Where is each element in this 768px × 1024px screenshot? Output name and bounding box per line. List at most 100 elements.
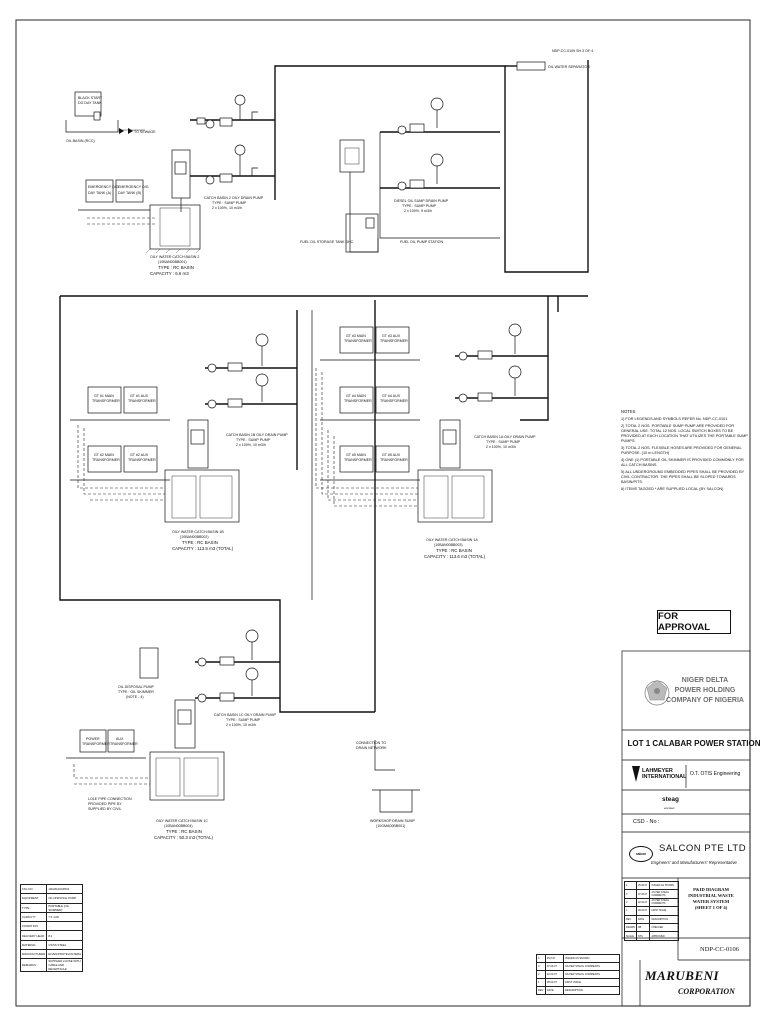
emergency-tank-b-1: EMERGENCY D/G bbox=[118, 185, 149, 189]
client-name-line: NIGER DELTA bbox=[681, 677, 729, 684]
connection-2: DRAIN NETWORK bbox=[356, 746, 387, 750]
gt4a-main-2: TRANSFORMER bbox=[344, 399, 372, 403]
notes-heading: NOTES bbox=[621, 409, 636, 414]
civil-1: LOLE PIPE CONNECTION bbox=[88, 797, 132, 801]
client-name-line: POWER HOLDING bbox=[674, 687, 736, 694]
fuel-storage-label: FUEL OIL STORAGE TANK DHC bbox=[300, 240, 354, 244]
lahmeyer-logo bbox=[632, 766, 640, 782]
table-cell: 3 bbox=[624, 889, 637, 899]
table-cell: REV. bbox=[624, 914, 637, 924]
black-start-label-2: DG DAY TANK bbox=[78, 101, 102, 105]
basin-1c-2: (10BAN00BB004) bbox=[164, 824, 193, 828]
table-row: TAG NO.10GMA10AP001 bbox=[19, 883, 84, 895]
gt1b-aux-1: GT #1 AUX bbox=[130, 394, 149, 398]
pump-1a-1: CATCH BASIN 1A OILY DRAIN PUMP bbox=[474, 435, 536, 439]
table-cell: DB bbox=[635, 922, 651, 933]
sheet-border bbox=[15, 19, 751, 1007]
table-cell: 10GMA10AP001 bbox=[46, 883, 84, 895]
skimmer-1: OIL DISPOSAL PUMP bbox=[118, 685, 154, 689]
basin-1a-3: TYPE : RC BASIN bbox=[436, 548, 472, 553]
civil-3: SUPPLIED BY CIVIL bbox=[88, 807, 122, 811]
table-cell: CONDITION bbox=[19, 921, 48, 932]
gt2b-aux-2: TRANSFORMER bbox=[128, 458, 156, 462]
pump-1c-2: TYPE : SUMP PUMP bbox=[226, 718, 261, 722]
salcon-subtitle: Engineers' and Manufacturers' Representa… bbox=[651, 860, 737, 865]
workshop-sump bbox=[372, 740, 420, 813]
black-start-area bbox=[65, 91, 145, 134]
gt1b-main-2: TRANSFORMER bbox=[92, 399, 120, 403]
gt1b-main-1: GT #1 MAIN bbox=[94, 394, 114, 398]
basin-1c-3: TYPE : RC BASIN bbox=[166, 829, 202, 834]
gt3a-aux-2: TRANSFORMER bbox=[380, 339, 408, 343]
diesel-pump-label-1: DIESEL OIL SUMP DRAIN PUMP bbox=[394, 199, 449, 203]
table-cell: TAG NO. bbox=[19, 883, 48, 895]
table-cell: DELIVERY HEAD bbox=[19, 930, 48, 941]
basin-1b-2: (10BAN00BB002) bbox=[180, 535, 209, 539]
lahmeyer-name: LAHMEYER INTERNATIONAL bbox=[642, 768, 687, 780]
gt4a-main-1: GT #4 MAIN bbox=[346, 394, 366, 398]
table-cell: 2 bbox=[536, 970, 546, 979]
table-cell: SUPPLIED LOOSE WITH CABLE AND RECEPTACLE bbox=[46, 958, 84, 973]
pump-2-label-2: TYPE : SUMP PUMP bbox=[212, 201, 247, 205]
table-cell: DESCRIPTION bbox=[649, 914, 679, 924]
power-tx-1: POWER bbox=[86, 737, 100, 741]
contractor-name: MARUBENI bbox=[645, 968, 720, 983]
table-cell: ISSUED AS SHOWN bbox=[649, 880, 679, 891]
gt5a-aux-2: TRANSFORMER bbox=[380, 458, 408, 462]
title-block-frame bbox=[621, 650, 751, 1007]
gt4a-aux-2: TRANSFORMER bbox=[380, 399, 408, 403]
note-item: 3) TOTAL 2 NOS. FLEXIBLE HOSES ARE PROVI… bbox=[621, 446, 742, 455]
top-right-tag: NDP-CC-0109 SH.3 OF 4 bbox=[552, 49, 593, 53]
table-cell: AS PER STEAG COMMENTS bbox=[649, 889, 679, 899]
skimmer-2: TYPE : OIL SKIMMER bbox=[118, 690, 154, 694]
table-cell: REV. bbox=[536, 986, 546, 995]
client-crest bbox=[644, 679, 670, 706]
basin-1b-area bbox=[70, 310, 298, 523]
gt2b-aux-1: GT #2 AUX bbox=[130, 453, 149, 457]
drawing-title-line: INDUSTRIAL WASTE bbox=[688, 893, 734, 898]
pump-1a-2: TYPE : SUMP PUMP bbox=[486, 440, 521, 444]
oil-basin-label: OIL BASIN (RCC) bbox=[66, 139, 95, 143]
pump-1c-1: CATCH BASIN 1C OILY DRAIN PUMP bbox=[214, 713, 277, 717]
table-cell: 1 bbox=[536, 978, 546, 987]
steag-name: steag bbox=[662, 796, 679, 803]
pump-2-label-3: 2 x 100%, 10 m3/h bbox=[212, 206, 242, 210]
basin-1c-area bbox=[66, 629, 280, 801]
diesel-pump-label-3: 2 x 100%, 5 m3/h bbox=[404, 209, 432, 213]
gt2b-main-2: TRANSFORMER bbox=[92, 458, 120, 462]
table-cell: MATERIAL bbox=[19, 939, 48, 951]
table-cell: 8.2 bbox=[46, 930, 84, 941]
note-item: 2) TOTAL 2 NOS. PORTABLE SUMP PUMP ARE P… bbox=[621, 424, 748, 443]
table-cell: NTS bbox=[635, 931, 651, 941]
notes-block: NOTES 1) FOR LEGENDS AND SYMBOLS REFER N… bbox=[621, 409, 751, 494]
emergency-tank-b-2: DAY TANK (B) bbox=[118, 191, 141, 195]
table-cell: DATE bbox=[635, 914, 651, 924]
steag-sub: encotec bbox=[664, 806, 675, 810]
ground-hatching bbox=[145, 248, 201, 254]
table-cell: AS PER STEAG COMMENTS bbox=[563, 962, 620, 971]
power-tx-2: TRANSFORMER bbox=[82, 742, 110, 746]
project-title: LOT 1 CALABAR POWER STATION bbox=[627, 739, 761, 748]
gt3a-main-1: GT #3 MAIN bbox=[346, 334, 366, 338]
salcon-logo: salcon bbox=[629, 846, 653, 862]
salcon-name: SALCON PTE LTD bbox=[659, 843, 747, 854]
approval-stamp: FOR APPROVAL bbox=[657, 610, 731, 634]
pump-1c-3: 2 x 100%, 10 m3/h bbox=[226, 723, 256, 727]
csd-label: CSD - No : bbox=[633, 819, 660, 825]
oil-water-separator-label: OIL WATER SEPARATOR bbox=[548, 65, 590, 69]
drawing-title-line: (SHEET 1 OF 4) bbox=[694, 905, 728, 910]
table-cell: 1 bbox=[624, 906, 637, 916]
table-cell: FIRST ISSUE bbox=[563, 978, 620, 987]
table-cell: APPROVED bbox=[649, 931, 679, 941]
table-cell: 28.02.07 bbox=[544, 978, 565, 987]
